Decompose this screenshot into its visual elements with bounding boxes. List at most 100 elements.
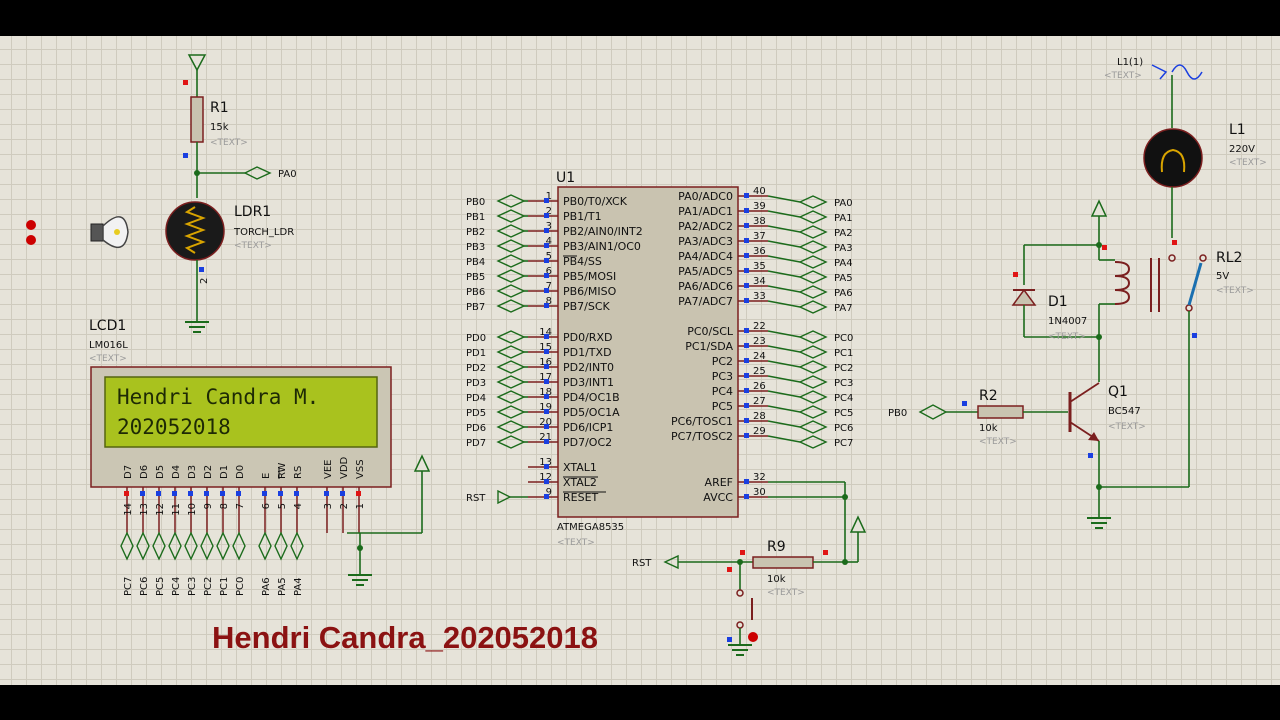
u1-type: ATMEGA8535 [557, 522, 624, 533]
r2-resistor[interactable] [977, 405, 1024, 419]
reset-button-icon[interactable] [736, 589, 744, 597]
u1-net-label: PD5 [466, 408, 486, 419]
u1-net-label: PA3 [834, 243, 853, 254]
lcd-pin-number: 8 [219, 503, 230, 509]
lcd-net-label: PA4 [293, 577, 304, 596]
r2-value: 10k [979, 423, 998, 434]
u1-pin-number: 14 [539, 327, 552, 338]
relay-coil-icon[interactable] [1114, 261, 1131, 305]
torch-icon[interactable] [90, 223, 104, 242]
diode-icon[interactable] [1011, 288, 1037, 306]
u1-pin-number: 17 [539, 372, 552, 383]
u1-net-label: PD4 [466, 393, 486, 404]
r9-resistor[interactable] [752, 556, 814, 569]
lcd-pin-number: 4 [293, 503, 304, 509]
u1-net-label: PB5 [466, 272, 485, 283]
lcd-pin-number: 13 [139, 503, 150, 516]
d1-type: 1N4007 [1048, 316, 1087, 327]
u1-pin-name: PC4 [712, 385, 733, 398]
u1-pin-name: PD1/TXD [563, 346, 612, 359]
reset-circuit: RST R9 10k <TEXT> [632, 539, 848, 656]
u1-net-label: PB4 [466, 257, 485, 268]
lcd-pin-name: D5 [155, 465, 166, 479]
r1-resistor[interactable] [190, 96, 204, 143]
ldr-icon[interactable] [165, 201, 225, 261]
u1-net-label: PC7 [834, 438, 853, 449]
u1-net-label: PC5 [834, 408, 853, 419]
lcd-net-label: PC7 [123, 577, 134, 596]
u1-net-label: PD3 [466, 378, 486, 389]
u1-net-label: PA5 [834, 273, 853, 284]
lcd-pin-name: RW [277, 462, 288, 479]
u1-pin-name: PA0/ADC0 [678, 190, 733, 203]
u1-pin-number: 32 [753, 472, 766, 483]
u1-ref: U1 [556, 170, 575, 186]
u1-pin-name: PD0/RXD [563, 331, 612, 344]
lamp-icon[interactable] [1143, 128, 1203, 188]
u1-pin-17[interactable]: 17 PD3/INT1 PD3 [466, 372, 614, 389]
u1-pin-number: 3 [546, 221, 552, 232]
ldr-text: <TEXT> [234, 241, 272, 251]
u1-body[interactable] [557, 186, 739, 518]
lcd-pin-name: VDD [339, 456, 350, 479]
u1-pin-name: PD3/INT1 [563, 376, 614, 389]
u1-pin-number: 23 [753, 336, 766, 347]
u1-pin-number: 19 [539, 402, 552, 413]
r1-ref: R1 [210, 100, 229, 116]
lcd-pin-name: D6 [139, 465, 150, 479]
lcd-net-label: PC1 [219, 577, 230, 596]
u1-pin-name: PA5/ADC5 [678, 265, 733, 278]
